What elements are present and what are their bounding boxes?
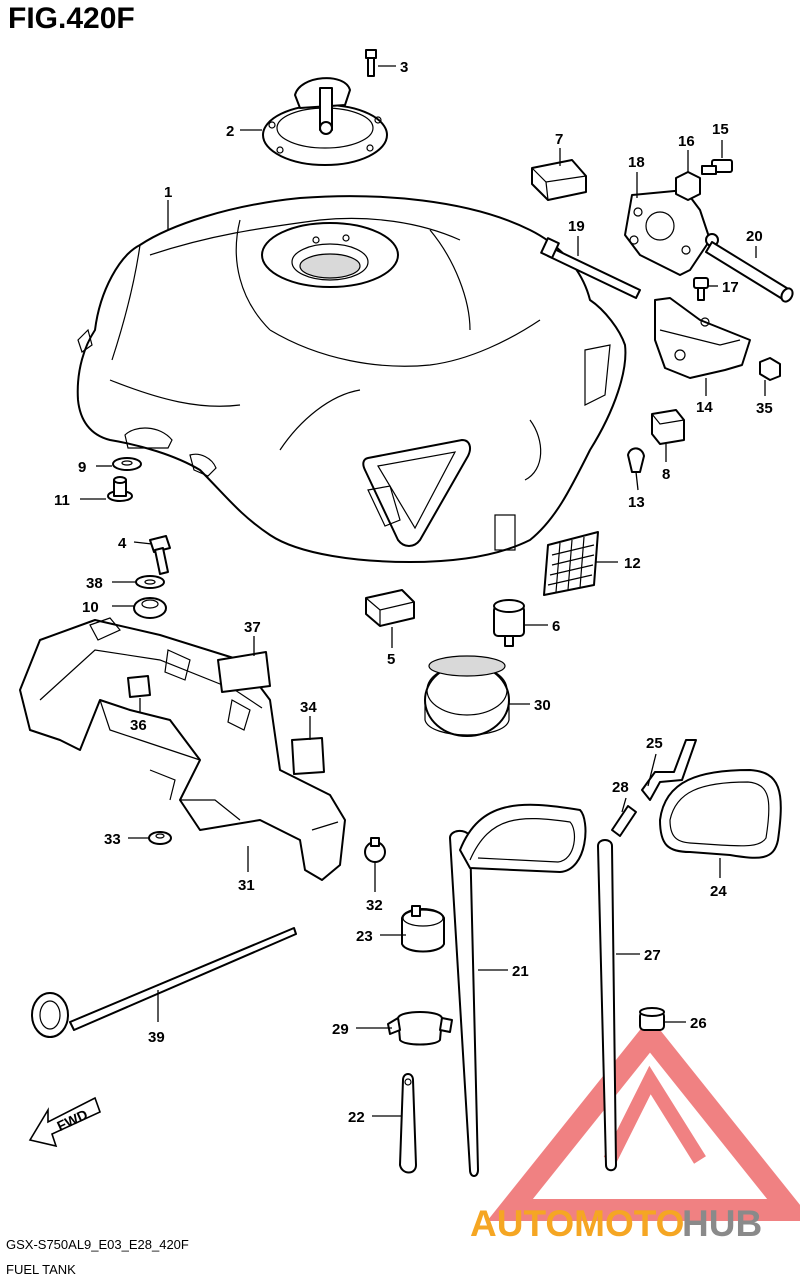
bolt-32 [364, 837, 386, 863]
callout-2: 2 [226, 123, 234, 140]
nut-16 [675, 171, 701, 201]
grommet-33 [148, 831, 172, 845]
callout-32: 32 [366, 897, 383, 914]
grommet-6 [493, 599, 525, 647]
fwd-arrow-icon: FWD [28, 1096, 102, 1148]
footer-code: GSX-S750AL9_E03_E28_420F [6, 1237, 189, 1252]
callout-37: 37 [244, 619, 261, 636]
callout-8: 8 [662, 466, 670, 483]
washer-38 [135, 575, 165, 589]
watermark-triangle [487, 1017, 800, 1221]
callout-33: 33 [104, 831, 121, 848]
callout-17: 17 [722, 279, 739, 296]
pad-34 [291, 737, 325, 775]
callout-9: 9 [78, 459, 86, 476]
callout-19: 19 [568, 218, 585, 235]
watermark-logo [487, 1017, 800, 1221]
leader-lines [80, 65, 766, 1117]
callout-38: 38 [86, 575, 103, 592]
grommet-10 [133, 597, 167, 619]
callout-20: 20 [746, 228, 763, 245]
cushion-7 [531, 159, 587, 201]
cap-26 [639, 1007, 665, 1031]
callout-10: 10 [82, 599, 99, 616]
callout-24: 24 [710, 883, 727, 900]
callout-39: 39 [148, 1029, 165, 1046]
fuel-cap [262, 77, 388, 166]
clip-13 [627, 447, 645, 473]
callout-22: 22 [348, 1109, 365, 1126]
figure-title: FIG.420F [8, 2, 135, 35]
callout-16: 16 [678, 133, 695, 150]
mesh-pad-12 [543, 531, 599, 596]
strap-22 [399, 1073, 417, 1174]
callout-25: 25 [646, 735, 663, 752]
callout-15: 15 [712, 121, 729, 138]
bracket-14 [654, 297, 751, 379]
callout-29: 29 [332, 1021, 349, 1038]
watermark-text-hub: HUB [682, 1203, 762, 1244]
callout-21: 21 [512, 963, 529, 980]
watermark-text-automoto: AUTOMOTO [470, 1203, 684, 1244]
callout-18: 18 [628, 154, 645, 171]
bolt-4 [149, 535, 171, 575]
callout-31: 31 [238, 877, 255, 894]
pad-37 [217, 651, 271, 693]
cushion-5 [365, 589, 415, 627]
footer-name: FUEL TANK [6, 1262, 76, 1277]
callout-7: 7 [555, 131, 563, 148]
long-bolt-19 [540, 237, 641, 299]
bolt-15 [701, 159, 733, 175]
callout-1: 1 [164, 184, 172, 201]
watermark-text: AUTOMOTO HUB [470, 1203, 762, 1244]
callout-numbers: 1 2 3 4 5 6 7 8 9 10 11 12 13 14 15 16 1… [54, 59, 773, 1126]
callout-30: 30 [534, 697, 551, 714]
hose-24 [659, 769, 782, 859]
callout-23: 23 [356, 928, 373, 945]
nut-35 [759, 357, 781, 381]
hose-21 [449, 803, 587, 1177]
fwd-label: FWD [54, 1106, 90, 1134]
grommet-9 [112, 457, 142, 471]
clamp-29 [387, 1011, 453, 1046]
bracket-18 [624, 189, 719, 276]
callout-34: 34 [300, 699, 317, 716]
bolt-17 [693, 277, 709, 301]
callout-35: 35 [756, 400, 773, 417]
connector-28 [611, 805, 637, 837]
hose-27 [597, 839, 617, 1172]
clamp-23 [401, 905, 445, 953]
collar-11 [107, 476, 133, 502]
callout-3: 3 [400, 59, 408, 76]
callout-13: 13 [628, 494, 645, 511]
fuel-tank [76, 195, 627, 563]
drain-tube-39 [31, 927, 297, 1038]
spacer-20 [705, 241, 794, 303]
callout-6: 6 [552, 618, 560, 635]
callout-27: 27 [644, 947, 661, 964]
callout-11: 11 [54, 492, 70, 509]
cap-screw [365, 49, 377, 77]
pad-36 [127, 675, 151, 698]
callout-26: 26 [690, 1015, 707, 1032]
callout-14: 14 [696, 399, 713, 416]
callout-36: 36 [130, 717, 147, 734]
callout-4: 4 [118, 535, 127, 552]
callout-28: 28 [612, 779, 629, 796]
lower-cover-31 [19, 617, 346, 881]
band-30 [424, 655, 510, 737]
cushion-8 [651, 409, 685, 445]
callout-5: 5 [387, 651, 395, 668]
callout-12: 12 [624, 555, 641, 572]
hose-25 [641, 739, 697, 801]
